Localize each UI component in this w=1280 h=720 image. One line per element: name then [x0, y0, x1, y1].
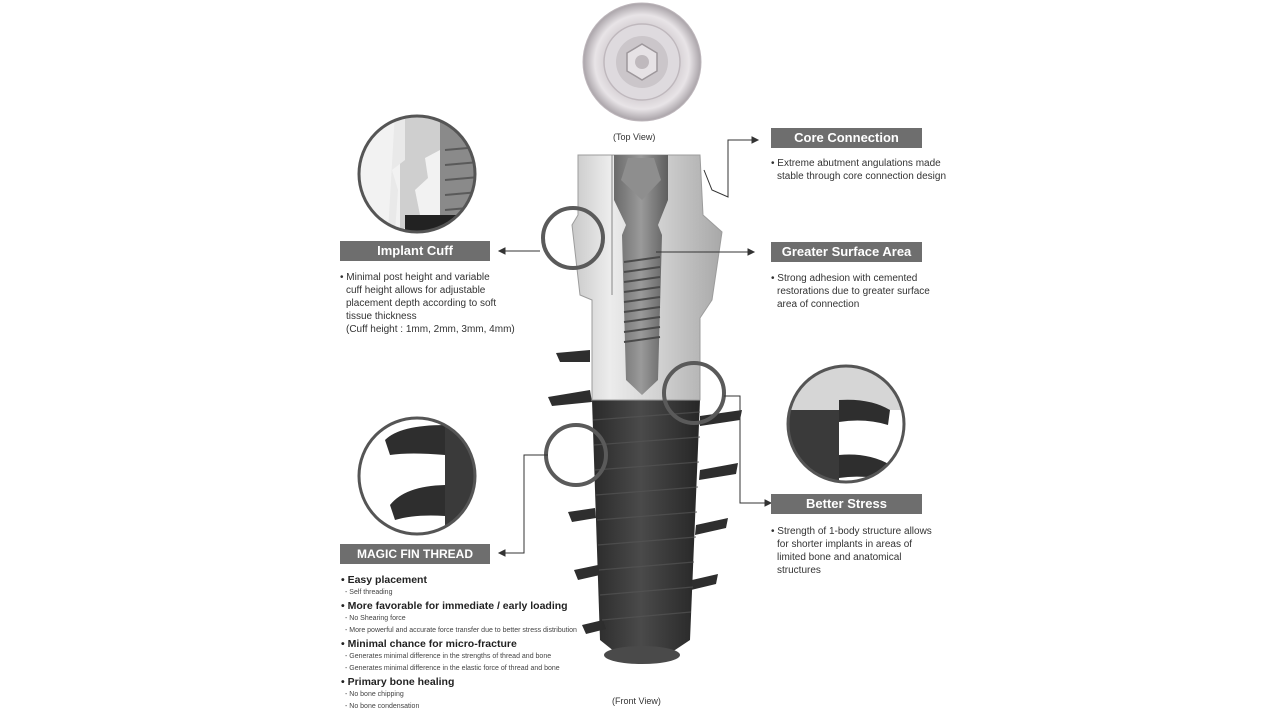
text-line: restorations due to greater surface	[777, 286, 930, 297]
text-line: cuff height allows for adjustable	[346, 285, 486, 296]
magic-fin-list: • Easy placement - Self threading • More…	[341, 574, 601, 714]
text-line: tissue thickness	[346, 311, 417, 322]
core-connection-header: Core Connection	[771, 128, 922, 148]
front-view-caption: (Front View)	[612, 696, 661, 706]
list-sub: - No bone chipping	[345, 690, 404, 698]
highlight-rings	[541, 206, 726, 487]
implant-cuff-text: • Minimal post height and variable cuff …	[340, 271, 515, 336]
list-heading: • Easy placement	[341, 574, 427, 586]
text-line: • Strong adhesion with cemented	[771, 273, 918, 284]
connector-lines	[497, 136, 773, 557]
list-heading: • More favorable for immediate / early l…	[341, 599, 568, 612]
core-connection-text: • Extreme abutment angulations made stab…	[771, 157, 946, 183]
text-line: placement depth according to soft	[346, 298, 497, 309]
text-line: for shorter implants in areas of	[777, 539, 913, 550]
greater-surface-text: • Strong adhesion with cemented restorat…	[771, 272, 930, 311]
text-line: limited bone and anatomical	[777, 552, 902, 563]
text-line: structures	[777, 565, 821, 576]
stress-detail-circle	[786, 364, 906, 484]
list-sub: - No Shearing force	[345, 614, 406, 622]
list-heading: • Minimal chance for micro-fracture	[341, 637, 517, 650]
list-sub: - Generates minimal difference in the st…	[345, 652, 552, 660]
list-sub: - No bone condensation	[345, 703, 420, 710]
thread-detail-circle	[357, 416, 477, 536]
implant-cuff-header: Implant Cuff	[340, 241, 490, 261]
magic-fin-header: MAGIC FIN THREAD	[340, 544, 490, 564]
front-view-illustration	[548, 154, 742, 664]
better-stress-header: Better Stress Distribution	[771, 494, 922, 531]
list-sub: - Self threading	[345, 589, 393, 596]
top-view-caption: (Top View)	[613, 132, 656, 142]
text-line: stable through core connection design	[777, 171, 947, 182]
top-view-illustration	[582, 2, 702, 122]
text-line: (Cuff height : 1mm, 2mm, 3mm, 4mm)	[346, 324, 515, 335]
list-sub: - More powerful and accurate force trans…	[345, 627, 577, 634]
text-line: • Minimal post height and variable	[340, 272, 490, 283]
list-sub: - Generates minimal difference in the el…	[345, 665, 560, 672]
text-line: • Strength of 1-body structure allows	[771, 526, 932, 537]
cuff-detail-circle	[357, 114, 477, 234]
list-heading: • Primary bone healing	[341, 675, 455, 688]
greater-surface-header: Greater Surface Area	[771, 242, 922, 262]
better-stress-text: • Strength of 1-body structure allows fo…	[771, 525, 932, 577]
text-line: • Extreme abutment angulations made	[771, 158, 941, 169]
text-line: area of connection	[777, 299, 860, 310]
